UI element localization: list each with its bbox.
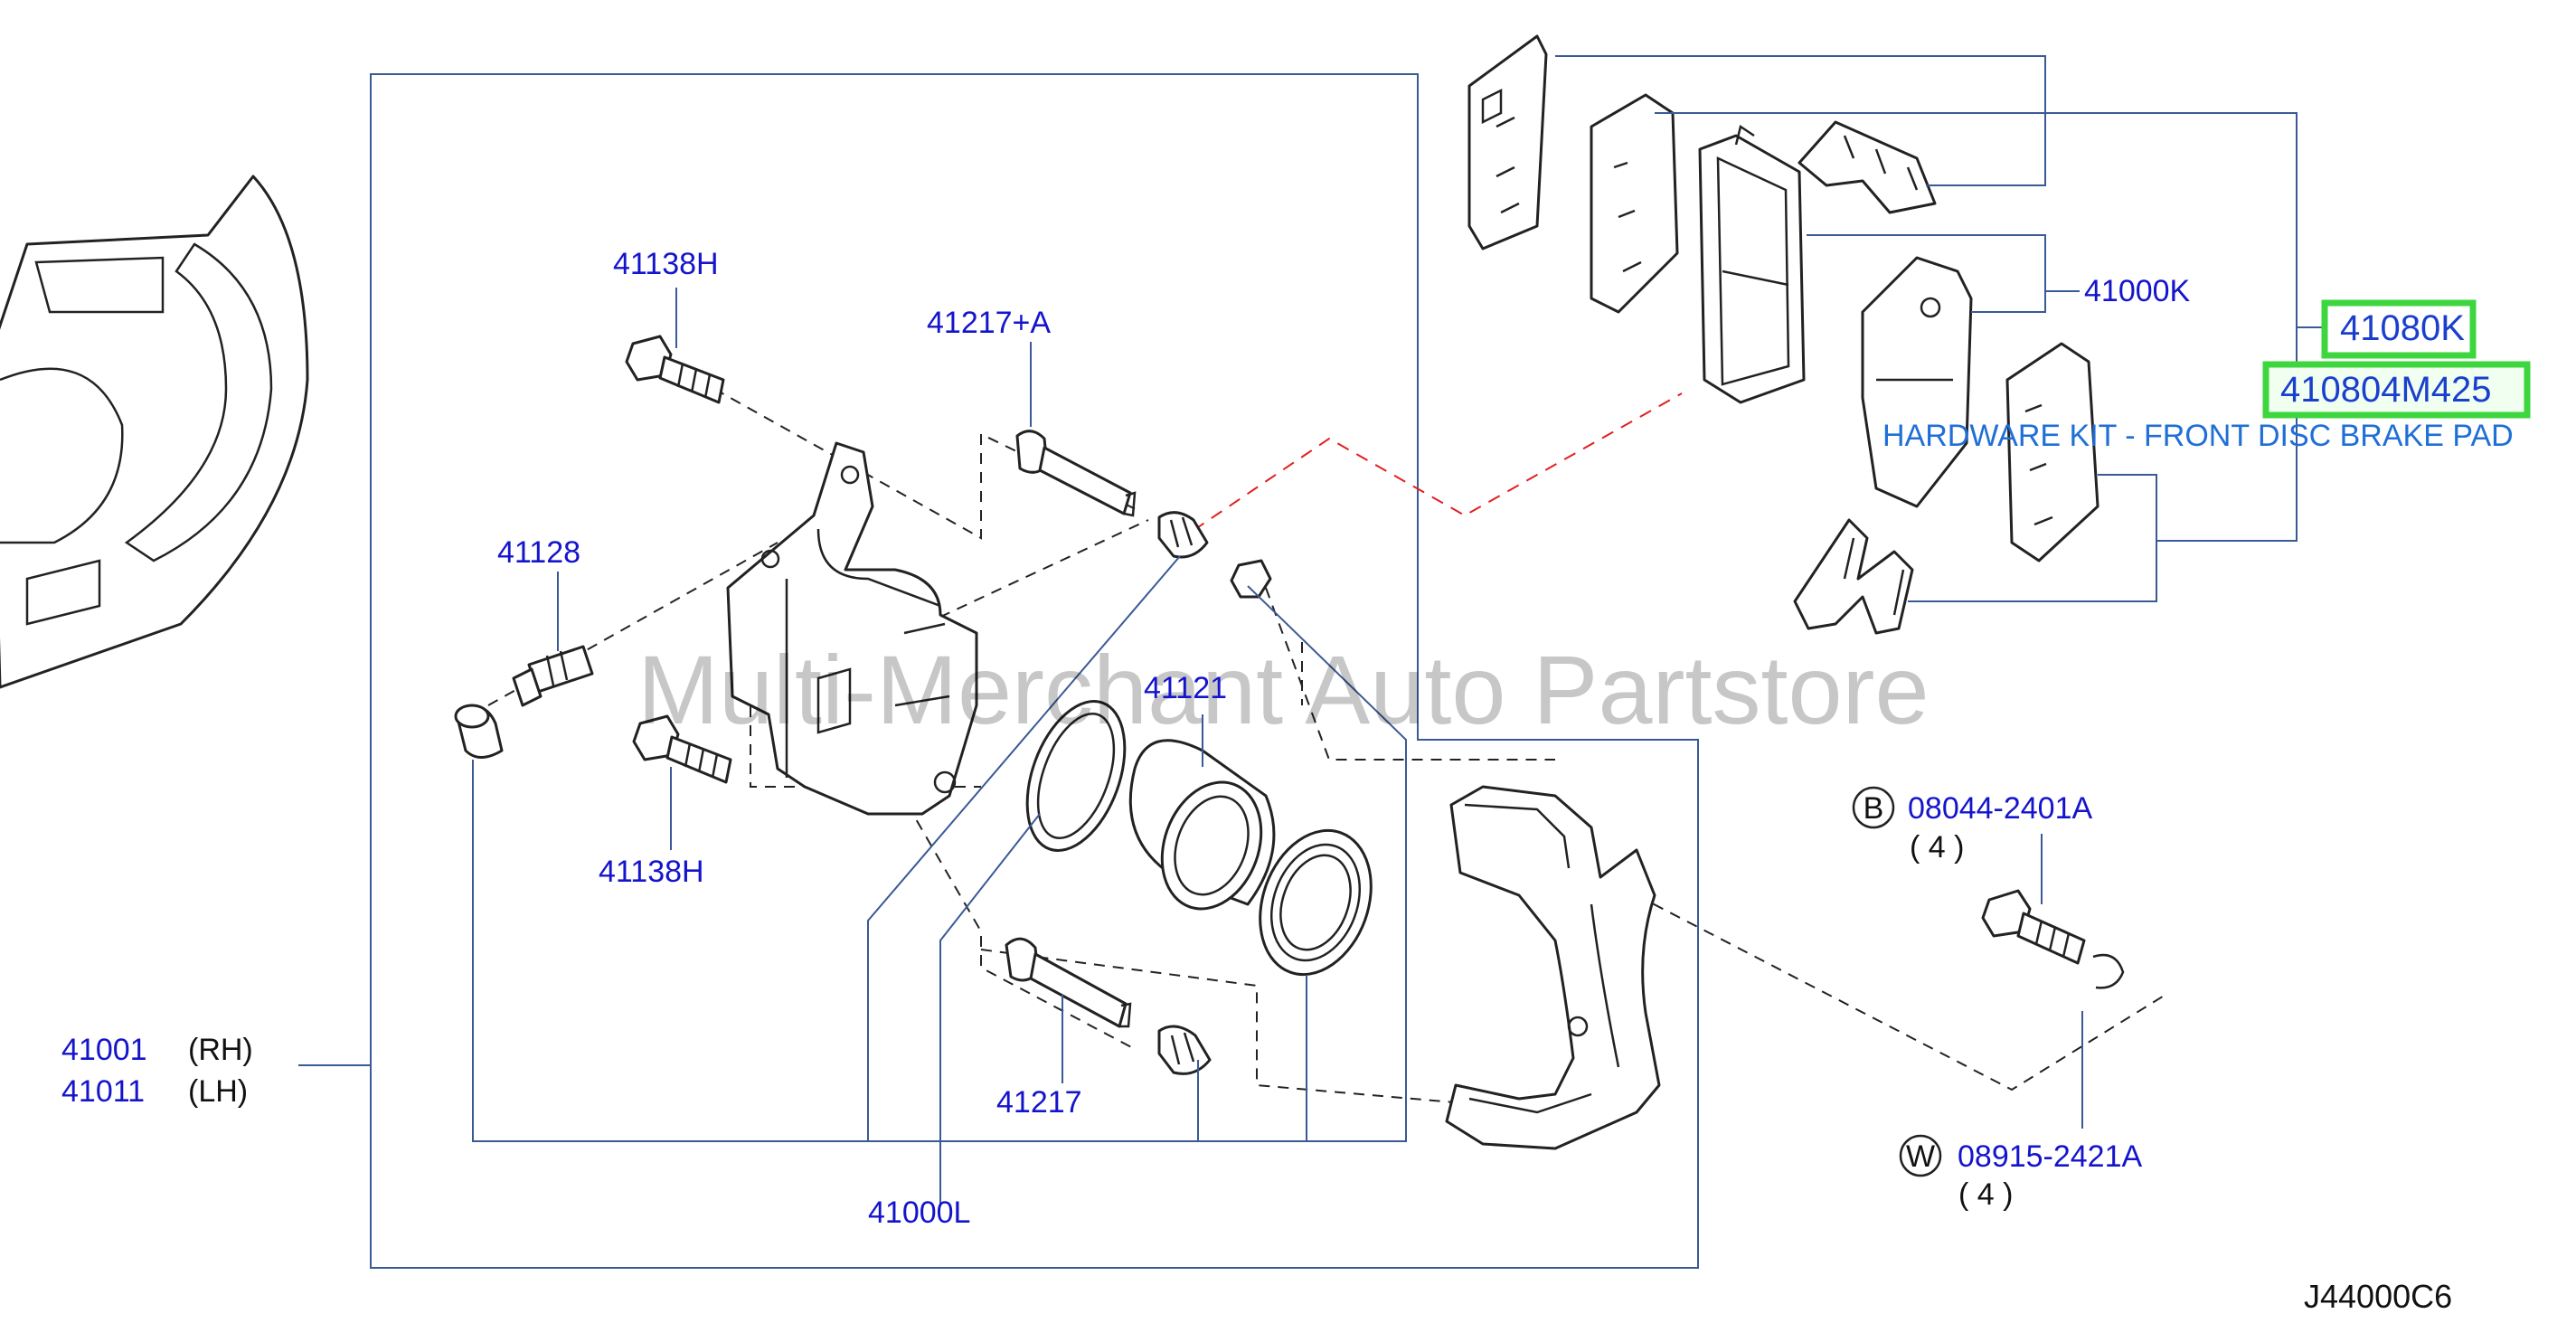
- bolt-b-code: B: [1864, 791, 1884, 826]
- brake-pad-inner: [1861, 256, 1973, 508]
- callout-41138h-lower[interactable]: 41138H: [599, 855, 704, 889]
- piston-boot: [1259, 828, 1373, 977]
- washer-w-qty: ( 4 ): [1958, 1177, 2013, 1212]
- bolt-b-qty: ( 4 ): [1910, 830, 1964, 865]
- callout-41217a[interactable]: 41217+A: [927, 306, 1051, 340]
- pad-shim-outer-1: [1467, 34, 1548, 250]
- mounting-bolt-b: [1981, 889, 2086, 965]
- callout-rh-side: (RH): [188, 1033, 253, 1067]
- caliper-assembly-box: [370, 73, 1699, 1269]
- callout-lh-side: (LH): [188, 1074, 248, 1109]
- pin-boot-upper: [1157, 511, 1272, 599]
- pad-retainer-clip-lower: [1793, 518, 1914, 635]
- callout-41138h-upper[interactable]: 41138H: [613, 247, 719, 281]
- hardware-kit-description: HARDWARE KIT - FRONT DISC BRAKE PAD: [1882, 419, 2514, 453]
- highlight-part-41080k[interactable]: 41080K: [2340, 308, 2465, 348]
- washer-w-badge: [1899, 1134, 1942, 1177]
- callout-41128[interactable]: 41128: [497, 535, 580, 570]
- highlight-box-41080k: [2321, 299, 2477, 359]
- slide-pin-upper: [1015, 430, 1137, 517]
- highlight-part-410804m425[interactable]: 410804M425: [2280, 370, 2492, 410]
- bleeder-screw: [454, 645, 594, 759]
- callout-41011[interactable]: 41011: [61, 1074, 145, 1109]
- callout-41217[interactable]: 41217: [996, 1085, 1082, 1120]
- piston: [1128, 739, 1276, 911]
- washer-w-code: W: [1906, 1139, 1935, 1174]
- highlight-box-410804m425: [2262, 361, 2531, 419]
- leader-lines: [472, 55, 2328, 1206]
- slide-pin-lower: [1005, 937, 1132, 1028]
- callout-41121[interactable]: 41121: [1144, 671, 1227, 705]
- callout-08915-2421a[interactable]: 08915-2421A: [1958, 1139, 2143, 1174]
- caliper-bolt-upper: [625, 335, 725, 404]
- watermark: Multi-Merchant Auto Partstore: [637, 635, 1930, 744]
- callout-41001[interactable]: 41001: [61, 1033, 147, 1067]
- caliper-body: [726, 441, 978, 816]
- figure-reference: J44000C6: [2304, 1278, 2452, 1315]
- pad-wear-clip-upper: [1798, 120, 1937, 214]
- lock-washer-w: [2092, 953, 2125, 989]
- pad-shim-outer-2: [1590, 93, 1679, 314]
- caliper-support-bracket: [1445, 785, 1661, 1150]
- caliper-bolt-lower: [632, 714, 732, 784]
- callout-41000k[interactable]: 41000K: [2084, 274, 2191, 308]
- bolt-b-badge: [1852, 786, 1895, 829]
- piston-seal: [1025, 700, 1127, 852]
- pad-alignment-line: [1175, 392, 1683, 543]
- callout-08044-2401a[interactable]: 08044-2401A: [1908, 791, 2093, 826]
- pin-boot-lower: [1157, 1025, 1212, 1075]
- pad-shim-inner: [2005, 342, 2099, 562]
- dust-shield: [0, 175, 309, 689]
- callout-41000l[interactable]: 41000L: [868, 1196, 970, 1230]
- brake-pad-outer: [1698, 124, 1806, 404]
